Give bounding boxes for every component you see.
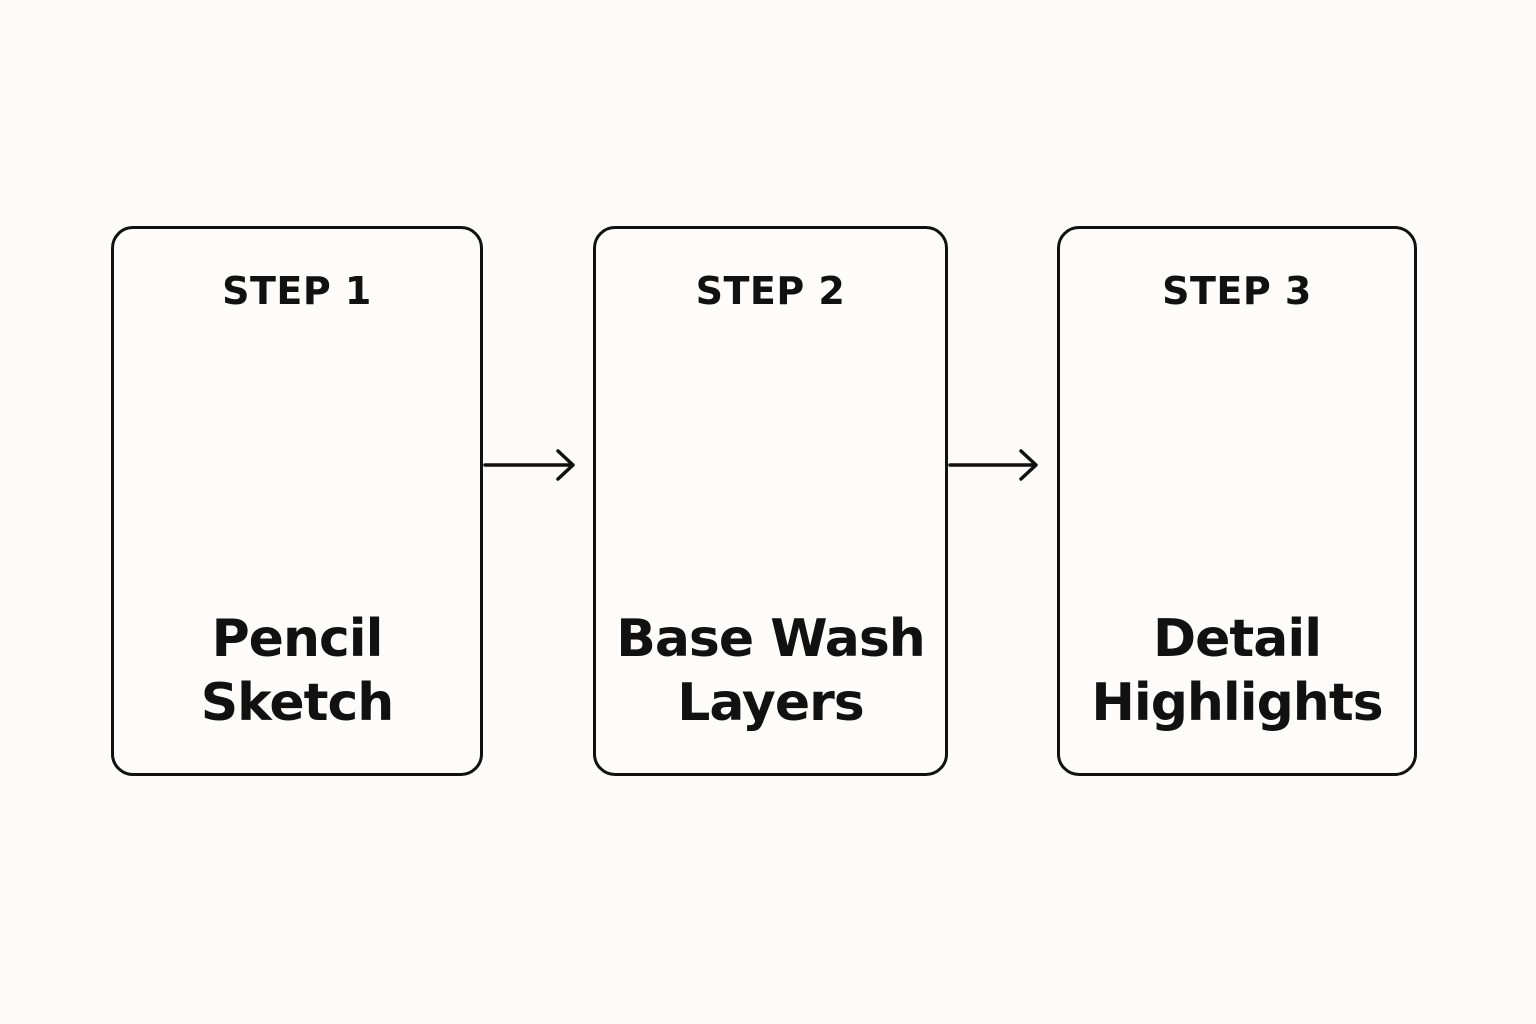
step-card-1: STEP 1 Pencil Sketch <box>111 226 483 776</box>
step-title-line-2: Sketch <box>200 673 395 733</box>
step-title: Detail Highlights <box>1060 607 1414 735</box>
step-title: Pencil Sketch <box>114 607 480 735</box>
step-title: Base Wash Layers <box>596 607 945 735</box>
step-title-line-1: Pencil <box>211 609 384 669</box>
step-label: STEP 2 <box>695 269 846 313</box>
step-card-2: STEP 2 <box>593 226 948 776</box>
round-brush-icon <box>1117 341 1357 571</box>
arrow-right-icon <box>483 445 593 485</box>
step-title-line-2: Highlights <box>1091 673 1383 733</box>
step-label: STEP 3 <box>1162 269 1312 313</box>
step-card-3: STEP 3 Detail Highlights <box>1057 226 1417 776</box>
flat-brush-icon <box>651 341 891 571</box>
arrow-right-icon <box>948 445 1057 485</box>
step-label: STEP 1 <box>222 269 372 313</box>
pencil-icon <box>177 341 417 571</box>
step-title-line-1: Detail <box>1152 609 1322 669</box>
step-title-line-1: Base Wash <box>616 609 926 669</box>
step-title-line-2: Layers <box>677 673 864 733</box>
